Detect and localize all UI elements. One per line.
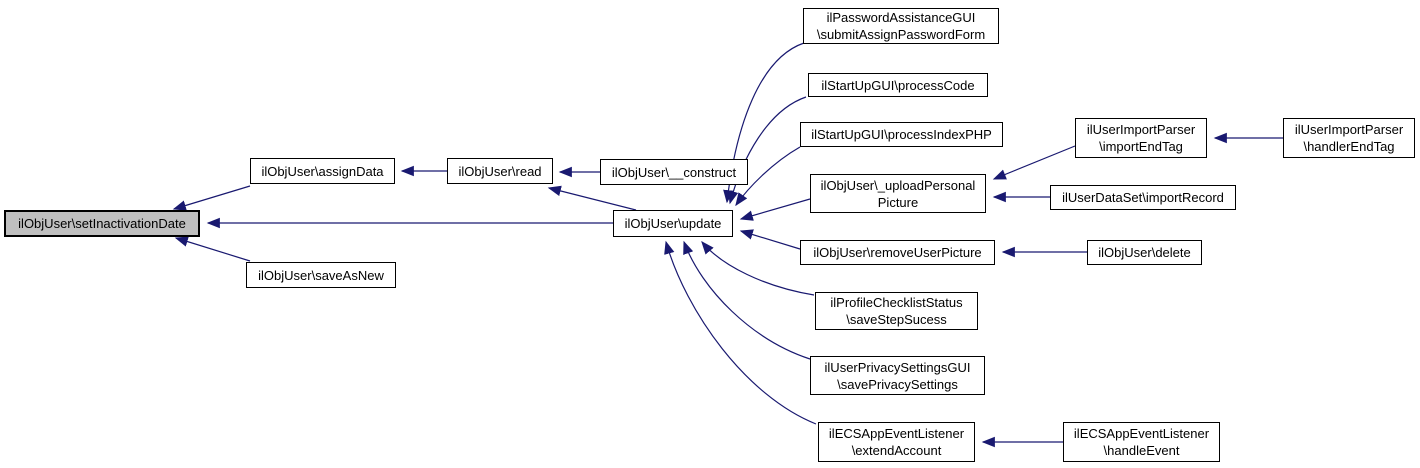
edge-removeuserpicture-to-update <box>739 229 801 250</box>
node-label: ilObjUser\delete <box>1098 245 1191 260</box>
node-label-line1: ilUserPrivacySettingsGUI <box>824 359 971 375</box>
edge-savestepsucess-to-update <box>701 240 815 296</box>
node-label-line1: ilECSAppEventListener <box>828 426 965 441</box>
node-label: ilUserDataSet\importRecord <box>1062 190 1224 205</box>
node-savestepsucess[interactable]: ilProfileChecklistStatus \saveStepSucess <box>815 292 978 330</box>
edge-saveprivacysettings-to-update <box>683 240 811 360</box>
node-label-line1: ilECSAppEventListener <box>1073 426 1210 441</box>
node-label-line2: \submitAssignPasswordForm <box>816 27 986 42</box>
node-label-line2: \saveStepSucess <box>846 312 947 327</box>
edge-saveasnew-to-setinactivationdate <box>174 236 251 262</box>
node-label: ilObjUser\__construct <box>611 164 737 180</box>
node-setinactivationdate[interactable]: ilObjUser\setInactivationDate <box>4 210 200 237</box>
node-update[interactable]: ilObjUser\update <box>613 210 733 237</box>
node-saveasnew[interactable]: ilObjUser\saveAsNew <box>246 262 396 288</box>
node-assigndata[interactable]: ilObjUser\assignData <box>250 158 395 184</box>
node-label: ilObjUser\setInactivationDate <box>18 216 186 231</box>
node-handleevent[interactable]: ilECSAppEventListener \handleEvent <box>1063 422 1220 462</box>
node-saveprivacysettings[interactable]: ilUserPrivacySettingsGUI \savePrivacySet… <box>810 356 985 395</box>
node-delete[interactable]: ilObjUser\delete <box>1087 240 1202 265</box>
node-importendtag[interactable]: ilUserImportParser \importEndTag <box>1075 118 1207 158</box>
node-removeuserpicture[interactable]: ilObjUser\removeUserPicture <box>800 240 995 265</box>
node-label-line2: \handleEvent <box>1103 443 1180 458</box>
node-label-line2: Picture <box>877 194 919 210</box>
node-uploadpersonalpicture[interactable]: ilObjUser\_uploadPersonal Picture <box>810 174 986 213</box>
node-label: ilObjUser\removeUserPicture <box>813 245 982 260</box>
node-processcode[interactable]: ilStartUpGUI\processCode <box>808 73 988 97</box>
node-label: ilStartUpGUI\processCode <box>821 77 975 93</box>
node-label: ilObjUser\saveAsNew <box>258 267 384 283</box>
node-label-line2: \handlerEndTag <box>1303 139 1395 154</box>
node-label: ilObjUser\read <box>458 163 542 179</box>
edge-importendtag-to-uploadpersonalpicture <box>992 145 1076 180</box>
node-extendaccount[interactable]: ilECSAppEventListener \extendAccount <box>818 422 975 462</box>
node-label: ilStartUpGUI\processIndexPHP <box>811 127 992 142</box>
node-label-line1: ilUserImportParser <box>1086 122 1196 137</box>
node-label-line1: ilProfileChecklistStatus <box>830 295 963 310</box>
edge-processcode-to-update <box>727 96 807 205</box>
edge-extendaccount-to-update <box>664 240 817 425</box>
node-label-line2: \extendAccount <box>851 443 942 458</box>
node-label-line1: ilPasswordAssistanceGUI <box>826 10 976 25</box>
node-processindexphp[interactable]: ilStartUpGUI\processIndexPHP <box>800 122 1003 147</box>
node-handlerendtag[interactable]: ilUserImportParser \handlerEndTag <box>1283 118 1415 158</box>
node-construct[interactable]: ilObjUser\__construct <box>600 159 748 185</box>
node-label: ilObjUser\update <box>624 216 722 231</box>
edge-assigndata-to-setinactivationdate <box>172 185 251 211</box>
node-label-line2: \importEndTag <box>1099 139 1183 154</box>
node-read[interactable]: ilObjUser\read <box>447 158 553 184</box>
node-label: ilObjUser\assignData <box>261 163 384 179</box>
node-label-line2: \savePrivacySettings <box>837 376 958 392</box>
node-importrecord[interactable]: ilUserDataSet\importRecord <box>1050 185 1236 210</box>
edge-processindexphp-to-update <box>735 146 801 207</box>
node-label-line1: ilUserImportParser <box>1294 122 1404 137</box>
node-submitassignpasswordform[interactable]: ilPasswordAssistanceGUI \submitAssignPas… <box>803 8 999 44</box>
edge-update-to-read <box>547 185 637 211</box>
edge-uploadpersonalpicture-to-update <box>739 198 811 221</box>
node-label-line1: ilObjUser\_uploadPersonal <box>820 177 976 193</box>
